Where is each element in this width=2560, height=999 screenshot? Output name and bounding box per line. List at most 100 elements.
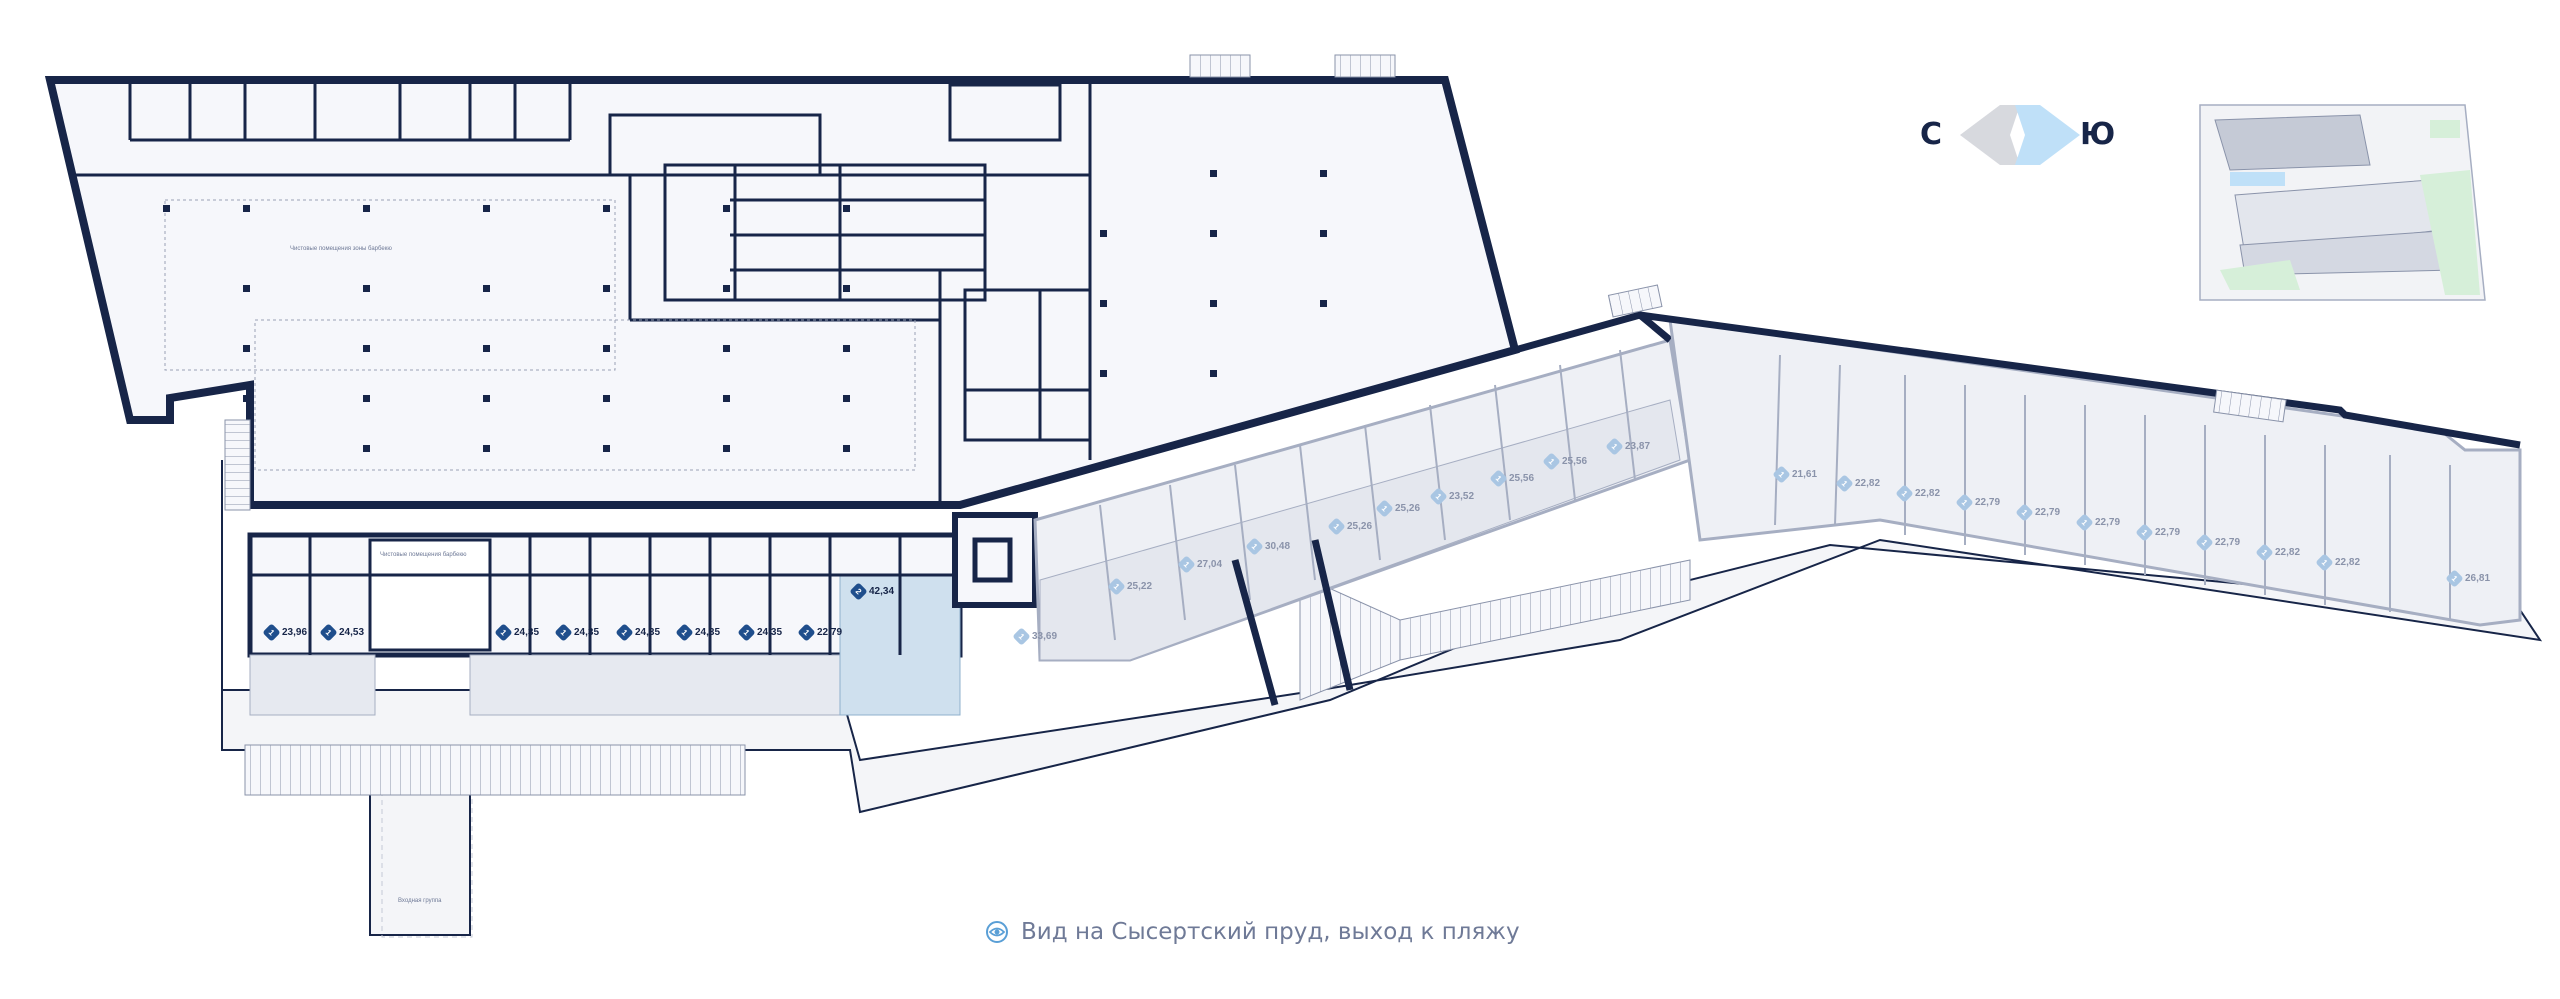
top-stair-1 bbox=[1189, 54, 1251, 78]
unit-area-label: 24,53 bbox=[339, 627, 365, 638]
unit-area-label: 23,52 bbox=[1449, 491, 1475, 502]
unit-area-label: 22,79 bbox=[817, 627, 843, 638]
unit-area-label: 27,04 bbox=[1197, 559, 1223, 570]
unit-area-label: 22,79 bbox=[2035, 507, 2061, 518]
dotted-zone-1 bbox=[164, 199, 616, 371]
unit-rooms-badge: 1 bbox=[494, 623, 513, 642]
unit-rooms-badge: 1 bbox=[2255, 543, 2274, 562]
unit-rooms-badge: 1 bbox=[1835, 474, 1854, 493]
unit-rooms-badge: 1 bbox=[1245, 537, 1264, 556]
unit-area-label: 26,81 bbox=[2465, 573, 2491, 584]
unit-rooms-badge: 1 bbox=[2195, 533, 2214, 552]
unit-rooms-badge: 1 bbox=[737, 623, 756, 642]
unit-area-label: 22,82 bbox=[2335, 557, 2361, 568]
compass-south: Ю bbox=[2080, 117, 2116, 152]
compass-icon bbox=[1960, 105, 2080, 165]
unit-area-label: 25,22 bbox=[1127, 581, 1153, 592]
eye-icon bbox=[986, 921, 1008, 943]
unit-area-label: 42,34 bbox=[869, 586, 895, 597]
unit-area-label: 21,61 bbox=[1792, 469, 1818, 480]
unit-rooms-badge: 1 bbox=[319, 623, 338, 642]
unit-rooms-badge: 1 bbox=[262, 623, 281, 642]
unit-area-label: 24,35 bbox=[695, 627, 721, 638]
unit-rooms-badge: 1 bbox=[1327, 517, 1346, 536]
area-label-entrance: Входная группа bbox=[398, 898, 442, 904]
unit-rooms-badge: 1 bbox=[1542, 452, 1561, 471]
left-stair bbox=[224, 419, 251, 511]
right-wing bbox=[1668, 318, 2522, 627]
site-minimap bbox=[2199, 104, 2486, 301]
unit-rooms-badge: 1 bbox=[2135, 523, 2154, 542]
unit-rooms-badge: 1 bbox=[1489, 469, 1508, 488]
unit-rooms-badge: 1 bbox=[554, 623, 573, 642]
right-stair bbox=[2213, 389, 2287, 423]
unit-area-label: 24,35 bbox=[574, 627, 600, 638]
unit-area-label: 25,26 bbox=[1395, 503, 1421, 514]
unit-area-label: 30,48 bbox=[1265, 541, 1291, 552]
unit-rooms-badge: 1 bbox=[1107, 577, 1126, 596]
view-caption-text: Вид на Сысертский пруд, выход к пляжу bbox=[1021, 919, 1520, 945]
unit-area-label: 24,35 bbox=[635, 627, 661, 638]
unit-area-label: 22,79 bbox=[1975, 497, 2001, 508]
unit-rooms-badge: 1 bbox=[615, 623, 634, 642]
unit-area-label: 22,79 bbox=[2155, 527, 2181, 538]
unit-rooms-badge: 1 bbox=[2315, 553, 2334, 572]
structural-columns bbox=[163, 170, 1327, 452]
compass-north: С bbox=[1920, 117, 1943, 152]
unit-area-label: 22,82 bbox=[2275, 547, 2301, 558]
unit-rooms-badge: 1 bbox=[1375, 499, 1394, 518]
unit-area-label: 25,26 bbox=[1347, 521, 1373, 532]
unit-area-label: 22,79 bbox=[2095, 517, 2121, 528]
unit-area-label: 24,35 bbox=[514, 627, 540, 638]
unit-area-label: 33,69 bbox=[1032, 631, 1058, 642]
unit-rooms-badge: 1 bbox=[1772, 465, 1791, 484]
middle-wing-walls bbox=[1099, 349, 1636, 641]
unit-rooms-badge: 1 bbox=[2015, 503, 2034, 522]
unit-rooms-badge: 1 bbox=[1012, 627, 1031, 646]
main-hall bbox=[44, 76, 1520, 509]
area-label-bbq: Чистовые помещения барбекю bbox=[380, 552, 467, 558]
top-stair-2 bbox=[1334, 54, 1396, 78]
ramp bbox=[1299, 574, 1401, 701]
unit-rooms-badge: 1 bbox=[2445, 569, 2464, 588]
area-label-bbq-zone: Чистовые помещения зоны барбекю bbox=[290, 246, 392, 252]
left-room-row bbox=[247, 532, 963, 716]
unit-rooms-badge: 1 bbox=[797, 623, 816, 642]
right-wing-walls bbox=[1774, 354, 2451, 620]
unit-rooms-badge: 1 bbox=[1429, 487, 1448, 506]
unit-area-label: 23,87 bbox=[1625, 441, 1651, 452]
stair-core bbox=[952, 512, 1038, 608]
unit-rooms-badge: 1 bbox=[1605, 437, 1624, 456]
